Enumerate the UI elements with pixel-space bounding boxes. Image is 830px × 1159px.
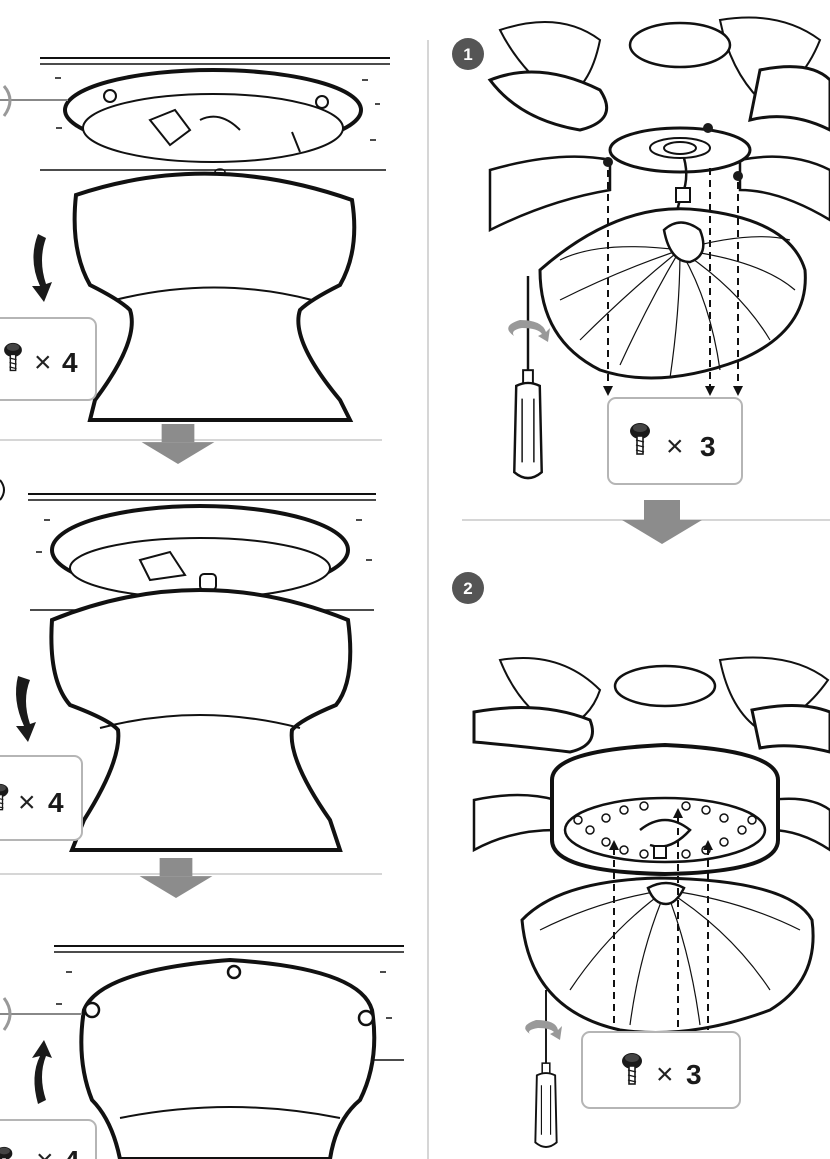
qty-box-left-3: × 4 (0, 1119, 97, 1159)
screwdriver-icon (534, 990, 558, 1149)
up-arrow-icon (32, 1040, 52, 1104)
qty-count: 3 (686, 1059, 702, 1090)
left-panel-2 (0, 479, 376, 852)
step-badge-1: 1 (452, 38, 484, 70)
right-panel-1 (487, 16, 830, 480)
qty-box-left-1: × 4 (0, 317, 97, 401)
step-arrow-icon (141, 424, 215, 464)
left-panel-3 (0, 945, 404, 1159)
qty-count: 4 (48, 787, 64, 818)
qty-symbol: × (36, 1144, 54, 1159)
step-number: 1 (463, 45, 472, 64)
qty-box-right-1: × 3 (607, 397, 743, 485)
down-arrow-icon (16, 676, 36, 742)
rotation-arrow-icon (508, 320, 550, 342)
step-badge-2: 2 (452, 572, 484, 604)
step-number: 2 (463, 579, 472, 598)
qty-count: 3 (700, 431, 716, 462)
qty-symbol: × (666, 430, 684, 463)
down-arrow-icon (32, 234, 52, 302)
qty-count: 4 (64, 1145, 80, 1159)
step-arrow-icon (139, 858, 213, 898)
step-arrow-icon (622, 500, 702, 544)
qty-symbol: × (656, 1058, 674, 1091)
qty-symbol: × (18, 786, 36, 819)
qty-box-right-2: × 3 (581, 1031, 741, 1109)
qty-count: 4 (62, 347, 78, 378)
left-panel-1 (0, 57, 390, 422)
right-panel-2 (472, 656, 830, 1149)
screwdriver-icon (512, 276, 544, 480)
qty-symbol: × (34, 346, 52, 379)
qty-box-left-2: × 4 (0, 755, 83, 841)
rotation-arrow-icon (525, 1020, 562, 1040)
